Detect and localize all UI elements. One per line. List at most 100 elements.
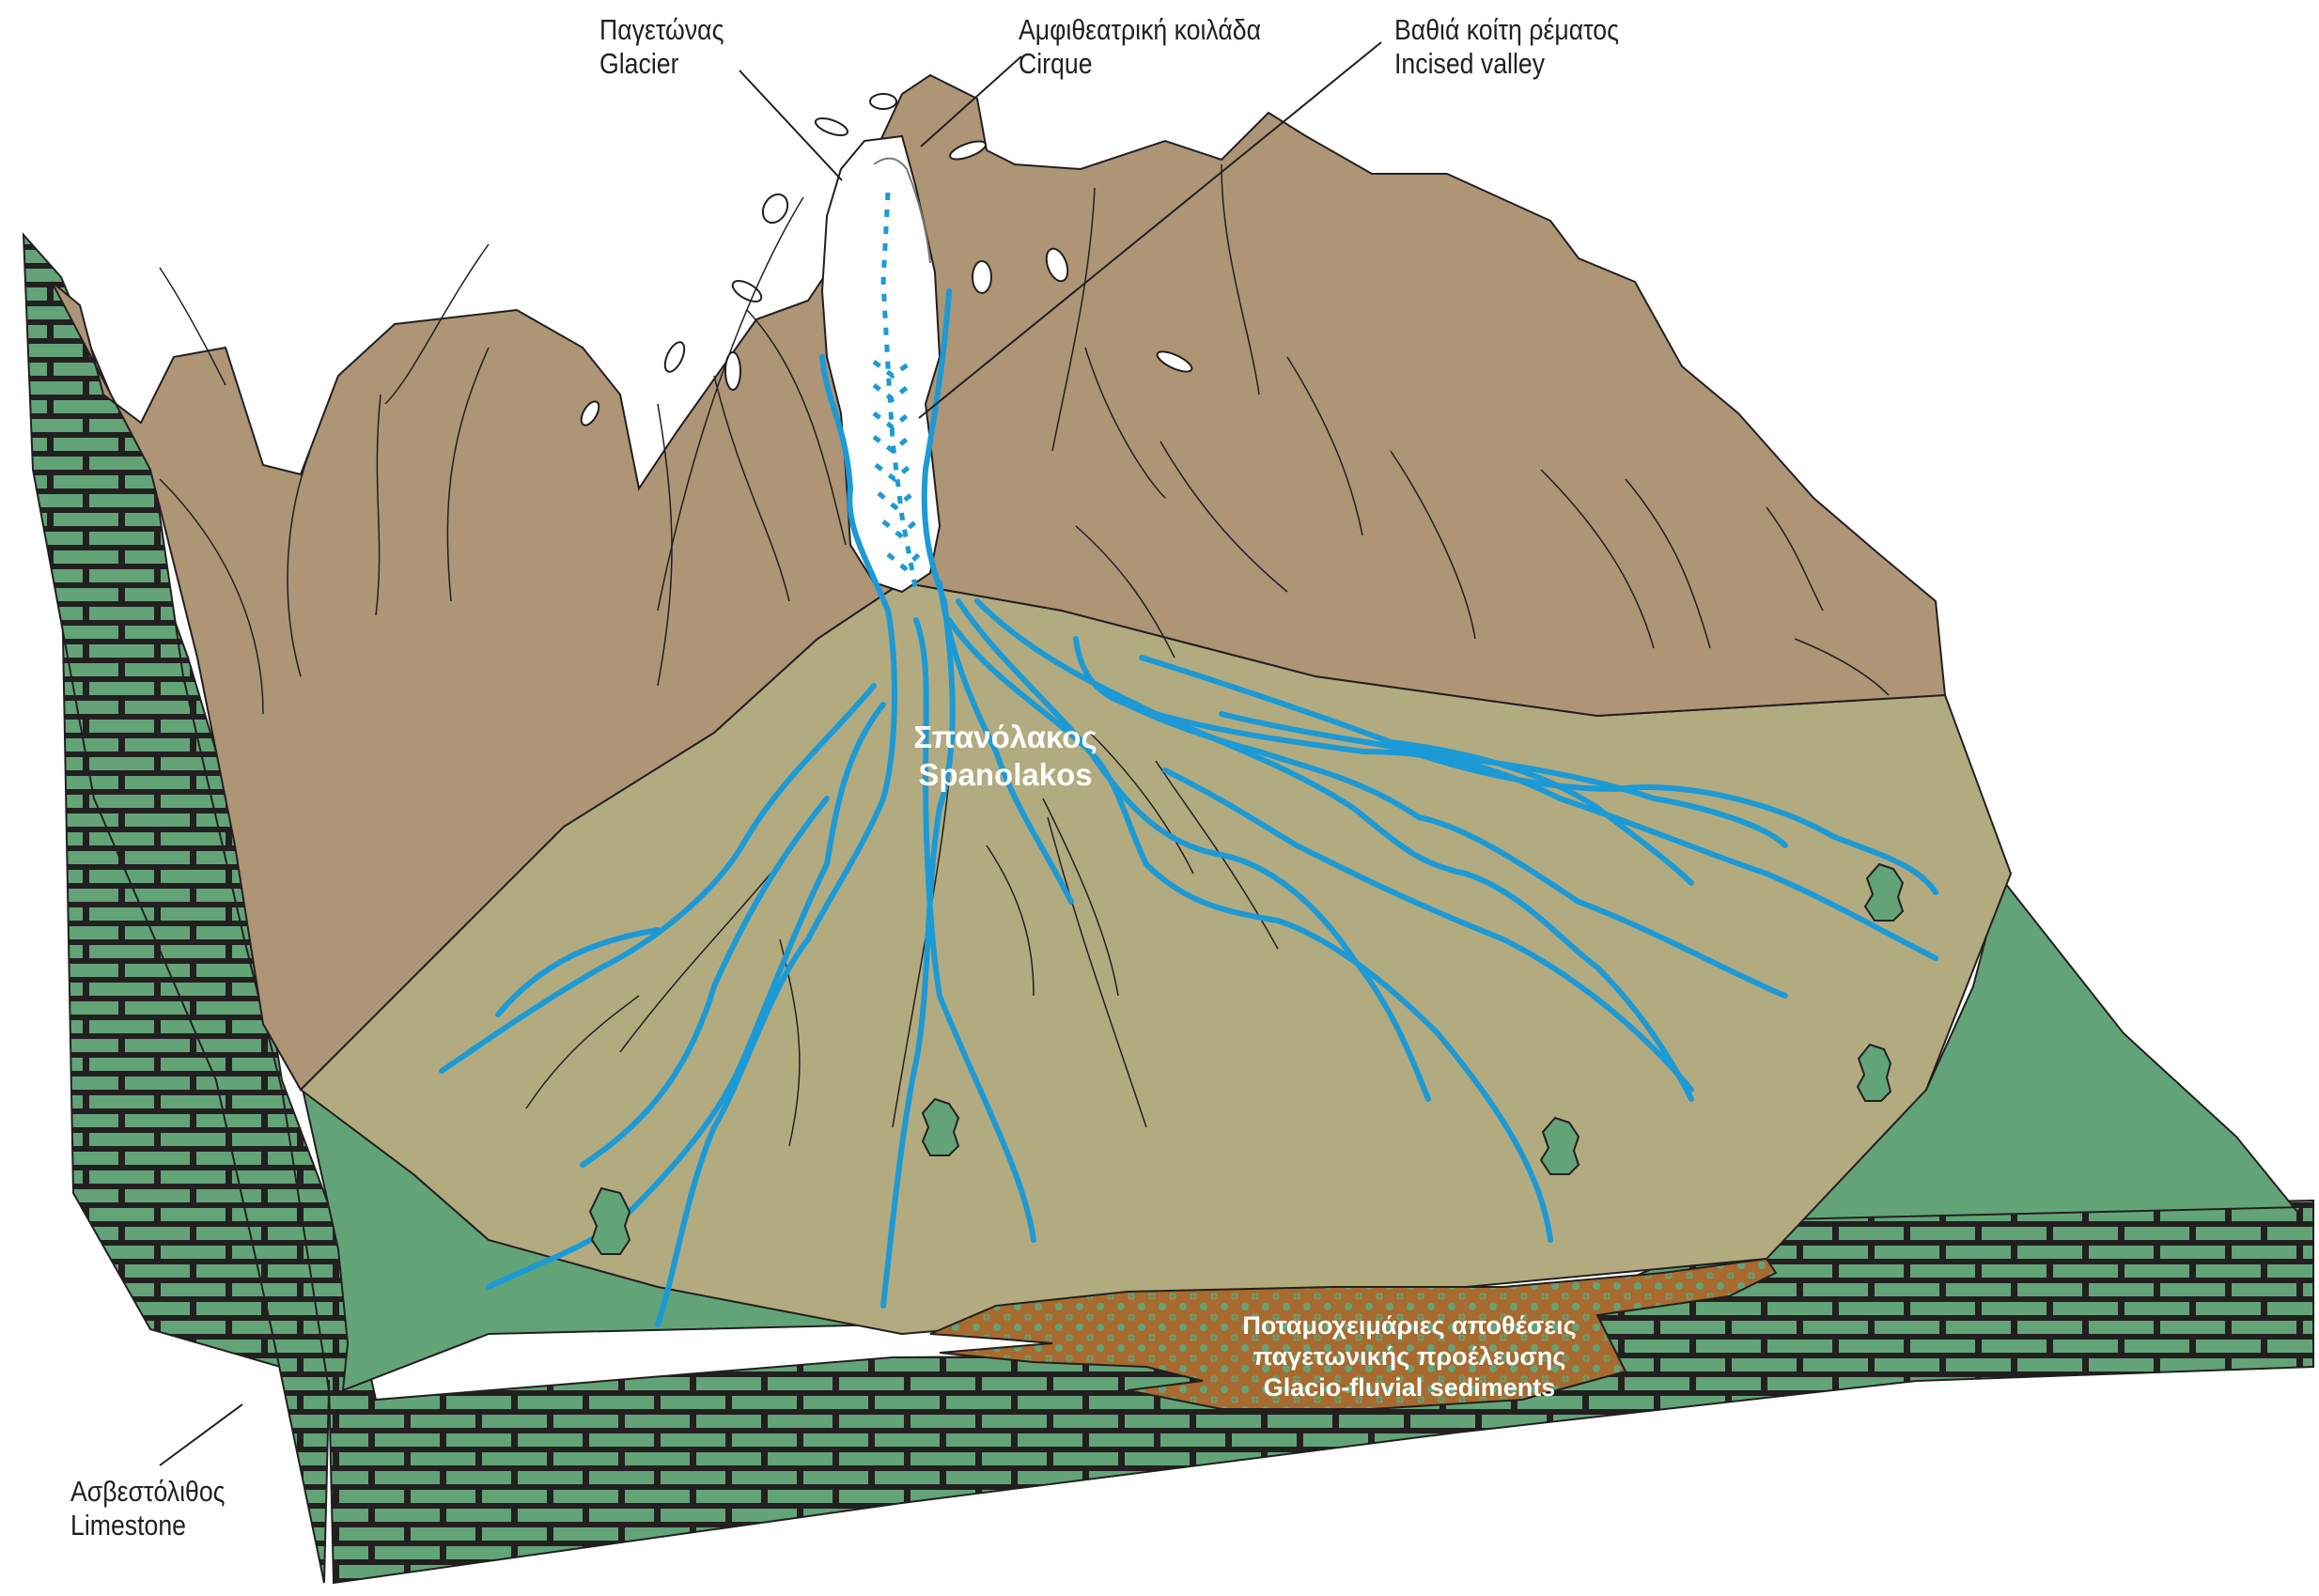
label-limestone: Ασβεστόλιθος Limestone — [70, 1475, 226, 1542]
gully-line — [446, 347, 490, 602]
cirque-headwall — [873, 157, 931, 264]
label-sediments-greek-2: παγετωνικής προέλευσης — [1253, 1342, 1566, 1371]
glacio-fluvial-sediment-lens — [929, 1257, 1778, 1410]
limestone-outcrop — [588, 1186, 631, 1255]
ice-flow-chevron — [881, 519, 918, 539]
limestone-outcrop — [1856, 1043, 1892, 1102]
ice-flow-line — [880, 192, 919, 593]
label-glacier: Παγετώνας Glacier — [599, 13, 724, 81]
river-channel — [937, 580, 1074, 905]
gully-line — [1047, 816, 1147, 1128]
label-glacier-greek: Παγετώνας — [599, 13, 724, 46]
river-channel — [580, 796, 830, 1168]
label-sediments-english: Glacio-fluvial sediments — [1263, 1373, 1556, 1402]
river-channel — [1139, 655, 1694, 886]
ice-flow-chevron — [872, 435, 911, 455]
gully-line — [1794, 638, 1890, 696]
leader-line-limestone — [159, 1403, 243, 1466]
snow-patch — [663, 341, 686, 373]
river-channel — [495, 927, 661, 1017]
label-spanolakos-greek: Σπανόλακος — [913, 720, 1097, 754]
gully-line — [1286, 356, 1363, 536]
label-cirque: Αμφιθεατρική κοιλάδα Cirque — [1019, 13, 1261, 81]
leader-lines — [159, 41, 1382, 1466]
gully-line — [384, 243, 490, 405]
rivers — [439, 288, 1938, 1327]
gully-line — [1042, 798, 1119, 997]
river-channel — [439, 683, 877, 1074]
ice-flow-chevron — [877, 491, 915, 511]
limestone-outcrop — [1539, 1116, 1580, 1175]
river-channel — [655, 354, 897, 1327]
label-limestone-greek: Ασβεστόλιθος — [70, 1475, 226, 1508]
label-spanolakos: Σπανόλακος Spanolakos — [883, 719, 1128, 794]
snow-patch — [949, 140, 987, 161]
gully-line — [1075, 525, 1175, 659]
label-cirque-english: Cirque — [1019, 47, 1093, 80]
snow-patch — [1045, 247, 1069, 283]
mountain-massif — [51, 73, 1947, 1092]
gully-line — [713, 375, 790, 602]
gully-line — [657, 403, 673, 687]
gully-line — [1540, 469, 1655, 649]
snow-patches — [580, 93, 1193, 426]
gully-line — [1084, 347, 1166, 499]
snow-patch — [731, 280, 763, 302]
river-channel — [1407, 749, 1938, 895]
label-spanolakos-english: Spanolakos — [918, 757, 1093, 792]
ice-flow-chevron — [874, 463, 913, 483]
label-sediments: Ποταμοχειμάριες αποθέσεις παγετωνικής πρ… — [1175, 1310, 1644, 1403]
river-channel — [913, 617, 1036, 1243]
limestone-outcrop — [921, 1097, 960, 1156]
gully-line — [746, 309, 847, 546]
ice-flow-chevron — [872, 383, 911, 403]
label-sediments-greek-1: Ποταμοχειμάριες αποθέσεις — [1242, 1311, 1577, 1340]
leader-line-glacier — [739, 70, 843, 181]
river-channel — [956, 598, 1431, 1102]
gully-line — [1051, 187, 1096, 452]
gully-line — [1766, 506, 1824, 612]
river-channel — [880, 288, 956, 1309]
gully-line — [375, 394, 381, 616]
gully-line — [779, 938, 801, 1147]
limestone-top-right — [1782, 875, 2305, 1221]
ice-flow-chevron — [872, 360, 913, 380]
label-glacier-english: Glacier — [599, 47, 679, 80]
gully-line — [287, 450, 311, 677]
river-channel — [1073, 636, 1788, 999]
label-incised-valley: Βαθιά κοίτη ρέματος Incised valley — [1394, 13, 1619, 81]
river-channel — [1162, 767, 1694, 1092]
label-incised-valley-english: Incised valley — [1394, 47, 1546, 80]
label-incised-valley-greek: Βαθιά κοίτη ρέματος — [1394, 13, 1619, 46]
gully-line — [1221, 163, 1260, 395]
snow-patch — [761, 193, 789, 225]
ice-flow-lines — [872, 192, 921, 593]
gully-line — [525, 995, 640, 1109]
river-channel — [1219, 711, 1788, 848]
snow-patch — [724, 351, 741, 391]
ice-flow-chevron — [872, 411, 911, 431]
gully-line — [1390, 450, 1476, 640]
gully-line — [986, 844, 1035, 997]
label-cirque-greek: Αμφιθεατρική κοιλάδα — [1019, 13, 1262, 46]
snow-patch — [814, 116, 849, 137]
label-limestone-english: Limestone — [70, 1509, 187, 1542]
river-channel — [946, 617, 1553, 1243]
leader-line-incised-valley — [918, 41, 1382, 419]
snow-patch — [869, 93, 897, 110]
limestone-outcrop — [1863, 862, 1905, 922]
gully-line — [1089, 732, 1194, 875]
gully-line — [1160, 441, 1288, 593]
gully-line — [159, 478, 264, 715]
gully-line — [657, 196, 804, 612]
snow-patch — [972, 260, 992, 294]
gully-line — [159, 267, 226, 386]
leader-line-cirque — [920, 55, 1022, 147]
ice-flow-chevron — [886, 552, 921, 572]
snow-patch — [580, 400, 600, 426]
gully-line — [1625, 478, 1711, 649]
river-channel — [1153, 711, 1938, 961]
gully-line — [619, 873, 771, 1053]
